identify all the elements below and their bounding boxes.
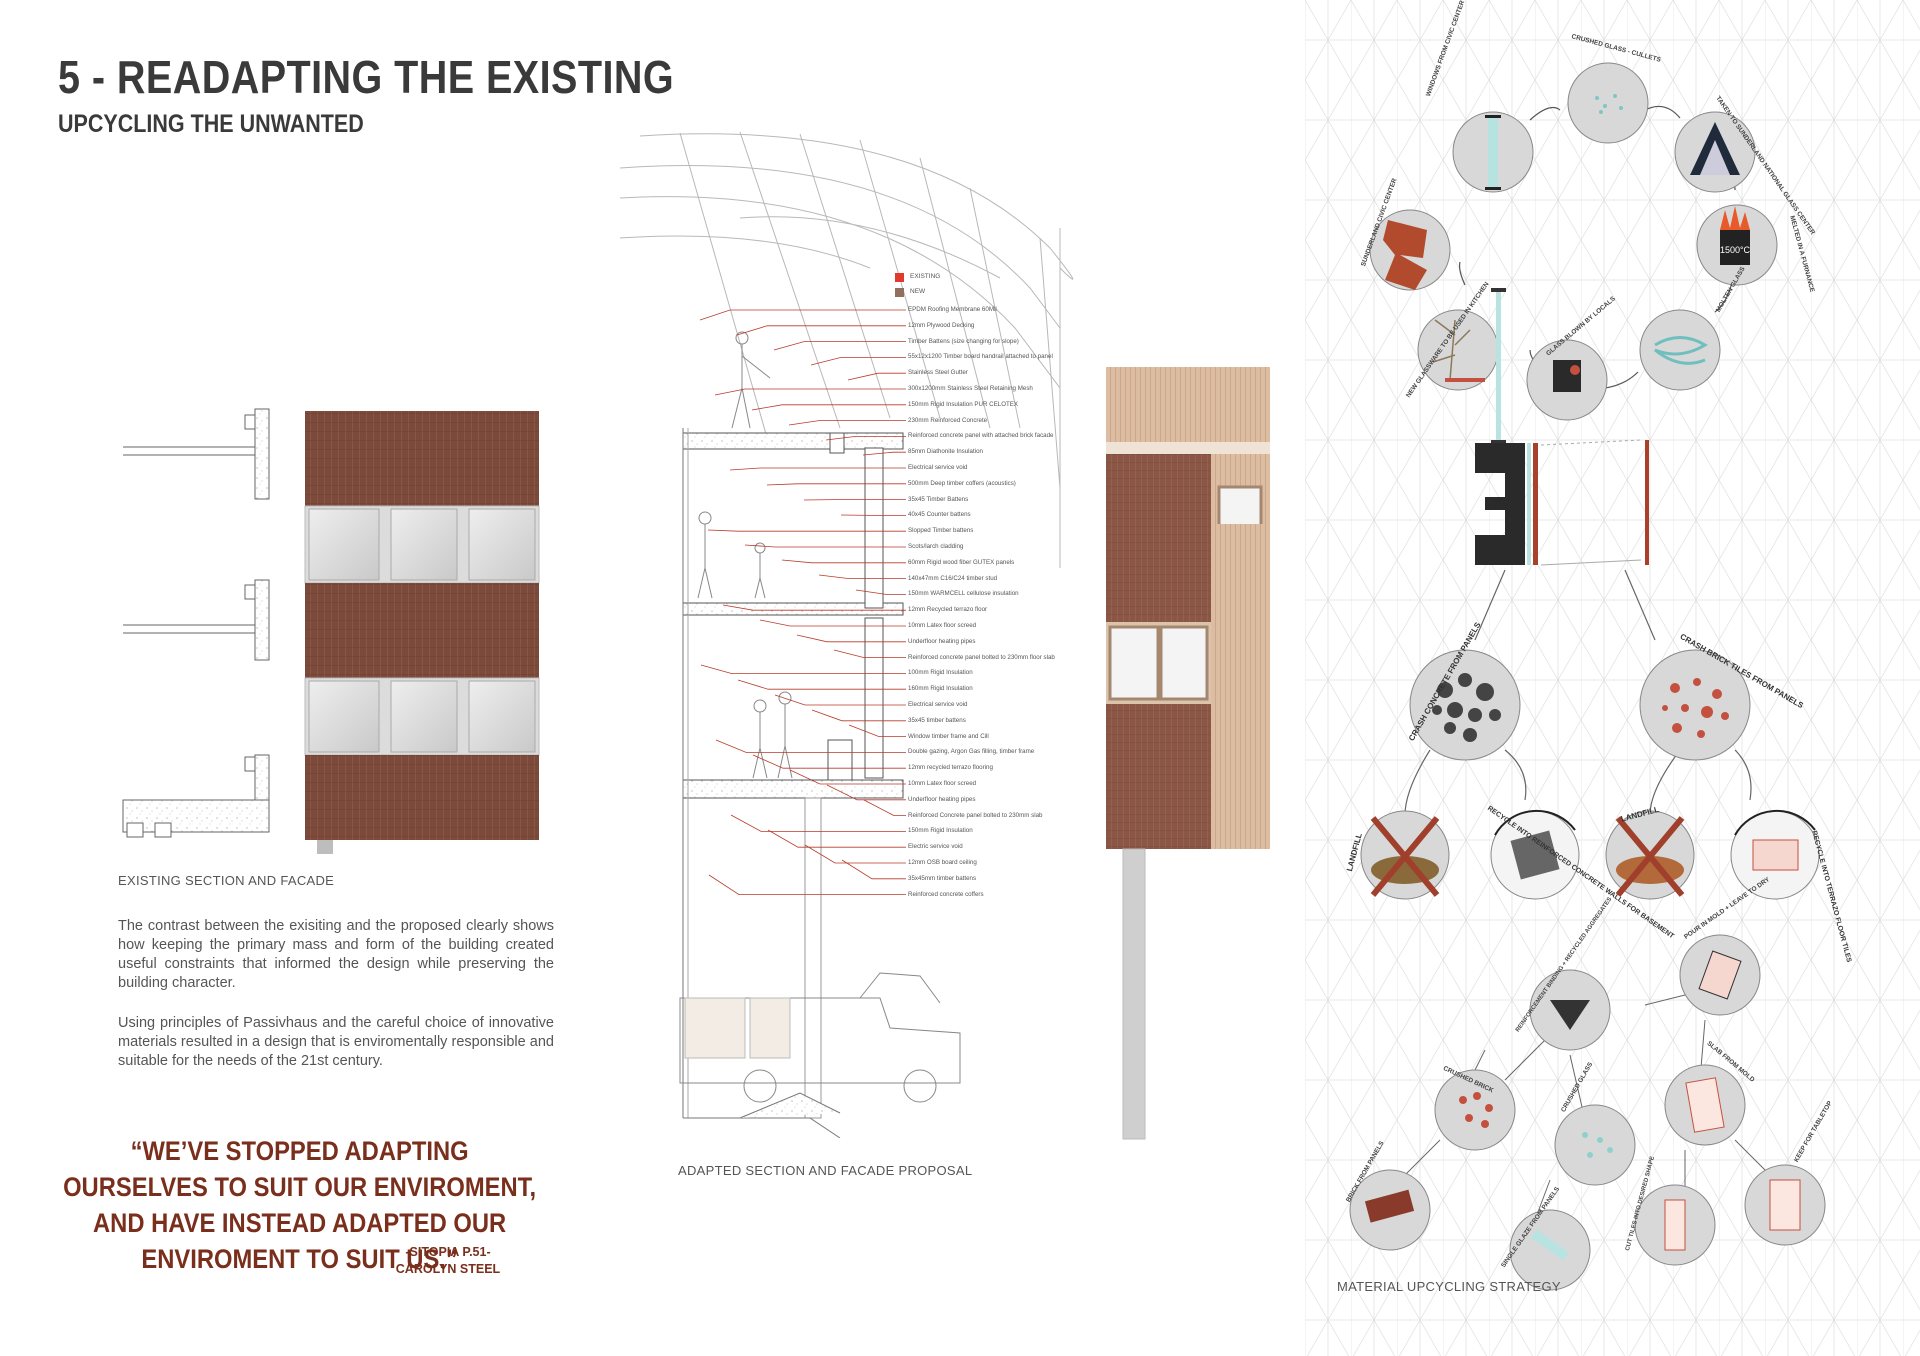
leader-line [707, 529, 906, 532]
layer-label: Underfloor heating pipes [908, 637, 976, 645]
leader-line [862, 451, 906, 456]
layer-label: 35x45 Timber Battens [908, 495, 969, 503]
proposed-facade-drawing [1106, 367, 1270, 1140]
leader-line [744, 544, 906, 548]
layer-label: Reinforced concrete coffers [908, 890, 984, 898]
layer-label: Stainless Steel Gutter [908, 369, 968, 377]
layer-label: 230mm Reinforced Concrete [908, 416, 988, 424]
quote-source-2: CAROLYN STEEL [395, 1262, 501, 1276]
layer-label: 12mm Recycled terrazo floor [908, 606, 988, 614]
layer-label: 10mm Latex floor screed [908, 780, 977, 787]
legend-existing-swatch [895, 273, 904, 282]
leader-line [737, 679, 906, 690]
leader-line [722, 604, 906, 611]
leader-line [736, 325, 906, 336]
leader-line [855, 589, 906, 595]
layer-label: Reinforced concrete panel bolted to 230m… [908, 653, 1055, 661]
existing-section-drawing [122, 408, 540, 854]
pull-quote: “WE’VE STOPPED ADAPTING OURSELVES TO SUI… [63, 1136, 537, 1274]
leader-line [833, 649, 906, 658]
leader-line [848, 724, 906, 737]
leader-line [804, 844, 906, 864]
layer-label: 150mm Rigid Insulation PUR CELOTEX [908, 400, 1019, 408]
layer-label: 150mm WARMCELL cellulose insulation [908, 590, 1019, 598]
layer-label: 40x45 Counter battens [908, 511, 971, 519]
layer-label: EPDM Roofing Membrane 60Mil [908, 306, 997, 313]
layer-label: Underfloor heating pipes [908, 795, 976, 803]
leader-line [700, 664, 906, 674]
layer-label: Reinforced Concrete panel bolted to 230m… [908, 811, 1043, 819]
layer-label: 160mm Rigid Insulation [908, 685, 973, 693]
layer-label: 60mm Rigid wood fiber GUTEX panels [908, 558, 1015, 566]
leader-line [847, 372, 906, 381]
leader-line [715, 739, 906, 753]
layer-label: 12mm Plywood Decking [908, 321, 975, 329]
layer-label: 12mm recycled terrazo flooring [908, 764, 993, 772]
leader-line [789, 769, 906, 785]
layer-label: 150mm Rigid Insulation [908, 827, 973, 835]
layer-label: Scots/larch cladding [908, 543, 964, 550]
leader-line [699, 309, 906, 321]
layer-label: Timber Battens (size changing for slope) [908, 337, 1019, 345]
legend-existing-label: EXISTING [910, 273, 941, 280]
legend-new-label: NEW [910, 288, 926, 295]
cycle-circle-cullets [1567, 62, 1649, 144]
description-paragraph-2: Using principles of Passivhaus and the c… [118, 1015, 554, 1069]
leader-line [863, 799, 906, 816]
legend-new-swatch [895, 288, 904, 297]
layer-label: 55x12x1200 Timber board handrail attache… [908, 353, 1053, 361]
leader-line [766, 483, 906, 486]
layer-label: Slopped Timber battens [908, 527, 974, 535]
strategy-caption: MATERIAL UPCYCLING STRATEGY [1337, 1279, 1561, 1294]
leader-line [811, 709, 906, 722]
leader-line [714, 388, 906, 396]
quote-source-1: -SITOPIA P.51- [405, 1245, 491, 1259]
page-subtitle: UPCYCLING THE UNWANTED [58, 110, 364, 138]
layer-label: 12mm OSB board ceiling [908, 859, 977, 866]
layer-label: Reinforced concrete panel with attached … [908, 432, 1054, 440]
layer-label: 100mm Rigid Insulation [908, 669, 973, 677]
layer-label: 35x45mm timber battens [908, 874, 977, 882]
cycle-circle-molten [1639, 309, 1721, 391]
layer-label: 300x1200mm Stainless Steel Retaining Mes… [908, 385, 1033, 392]
leader-line [826, 784, 906, 801]
leader-line [796, 634, 906, 643]
furnace-temp-text: 1500°C [1720, 245, 1751, 255]
layer-label: 85mm Diathonite Insulation [908, 448, 983, 456]
leader-line [759, 619, 906, 627]
layer-label: Electric service void [908, 843, 963, 851]
page-title: 5 - READAPTING THE EXISTING [58, 51, 675, 103]
leader-line [774, 694, 906, 706]
layer-leader-lines [699, 309, 906, 895]
leader-line [773, 341, 906, 351]
layer-label: 10mm Latex floor screed [908, 622, 977, 629]
leader-line [708, 874, 906, 895]
layer-label: Window timber frame and Cill [908, 732, 989, 740]
leader-line [751, 404, 906, 411]
leader-line [752, 754, 906, 769]
adapted-section-drawing [620, 131, 1074, 1138]
layer-label: 140x47mm C16/C24 timber stud [908, 574, 998, 582]
proposal-caption: ADAPTED SECTION AND FACADE PROPOSAL [678, 1163, 973, 1178]
layer-label: Electrical service void [908, 701, 968, 708]
leader-line [818, 574, 906, 579]
layer-label: 500mm Deep timber coffers (acoustics) [908, 479, 1016, 487]
leader-line [825, 436, 906, 441]
upcycling-strategy-diagram: 1500°C [1305, 0, 1920, 1356]
leader-line [729, 467, 906, 471]
leader-line [841, 859, 906, 880]
leader-line [730, 814, 906, 832]
leader-line [781, 559, 906, 564]
leader-line [767, 829, 906, 848]
layer-label: Electrical service void [908, 464, 968, 471]
existing-caption: EXISTING SECTION AND FACADE [118, 873, 335, 888]
leader-line [810, 357, 906, 366]
description-paragraph-1: The contrast between the exisiting and t… [118, 918, 554, 991]
leader-line [788, 420, 906, 426]
layer-label: 35x45 timber battens [908, 716, 966, 724]
layer-label: Double gazing, Argon Gas filling, timber… [908, 748, 1035, 756]
